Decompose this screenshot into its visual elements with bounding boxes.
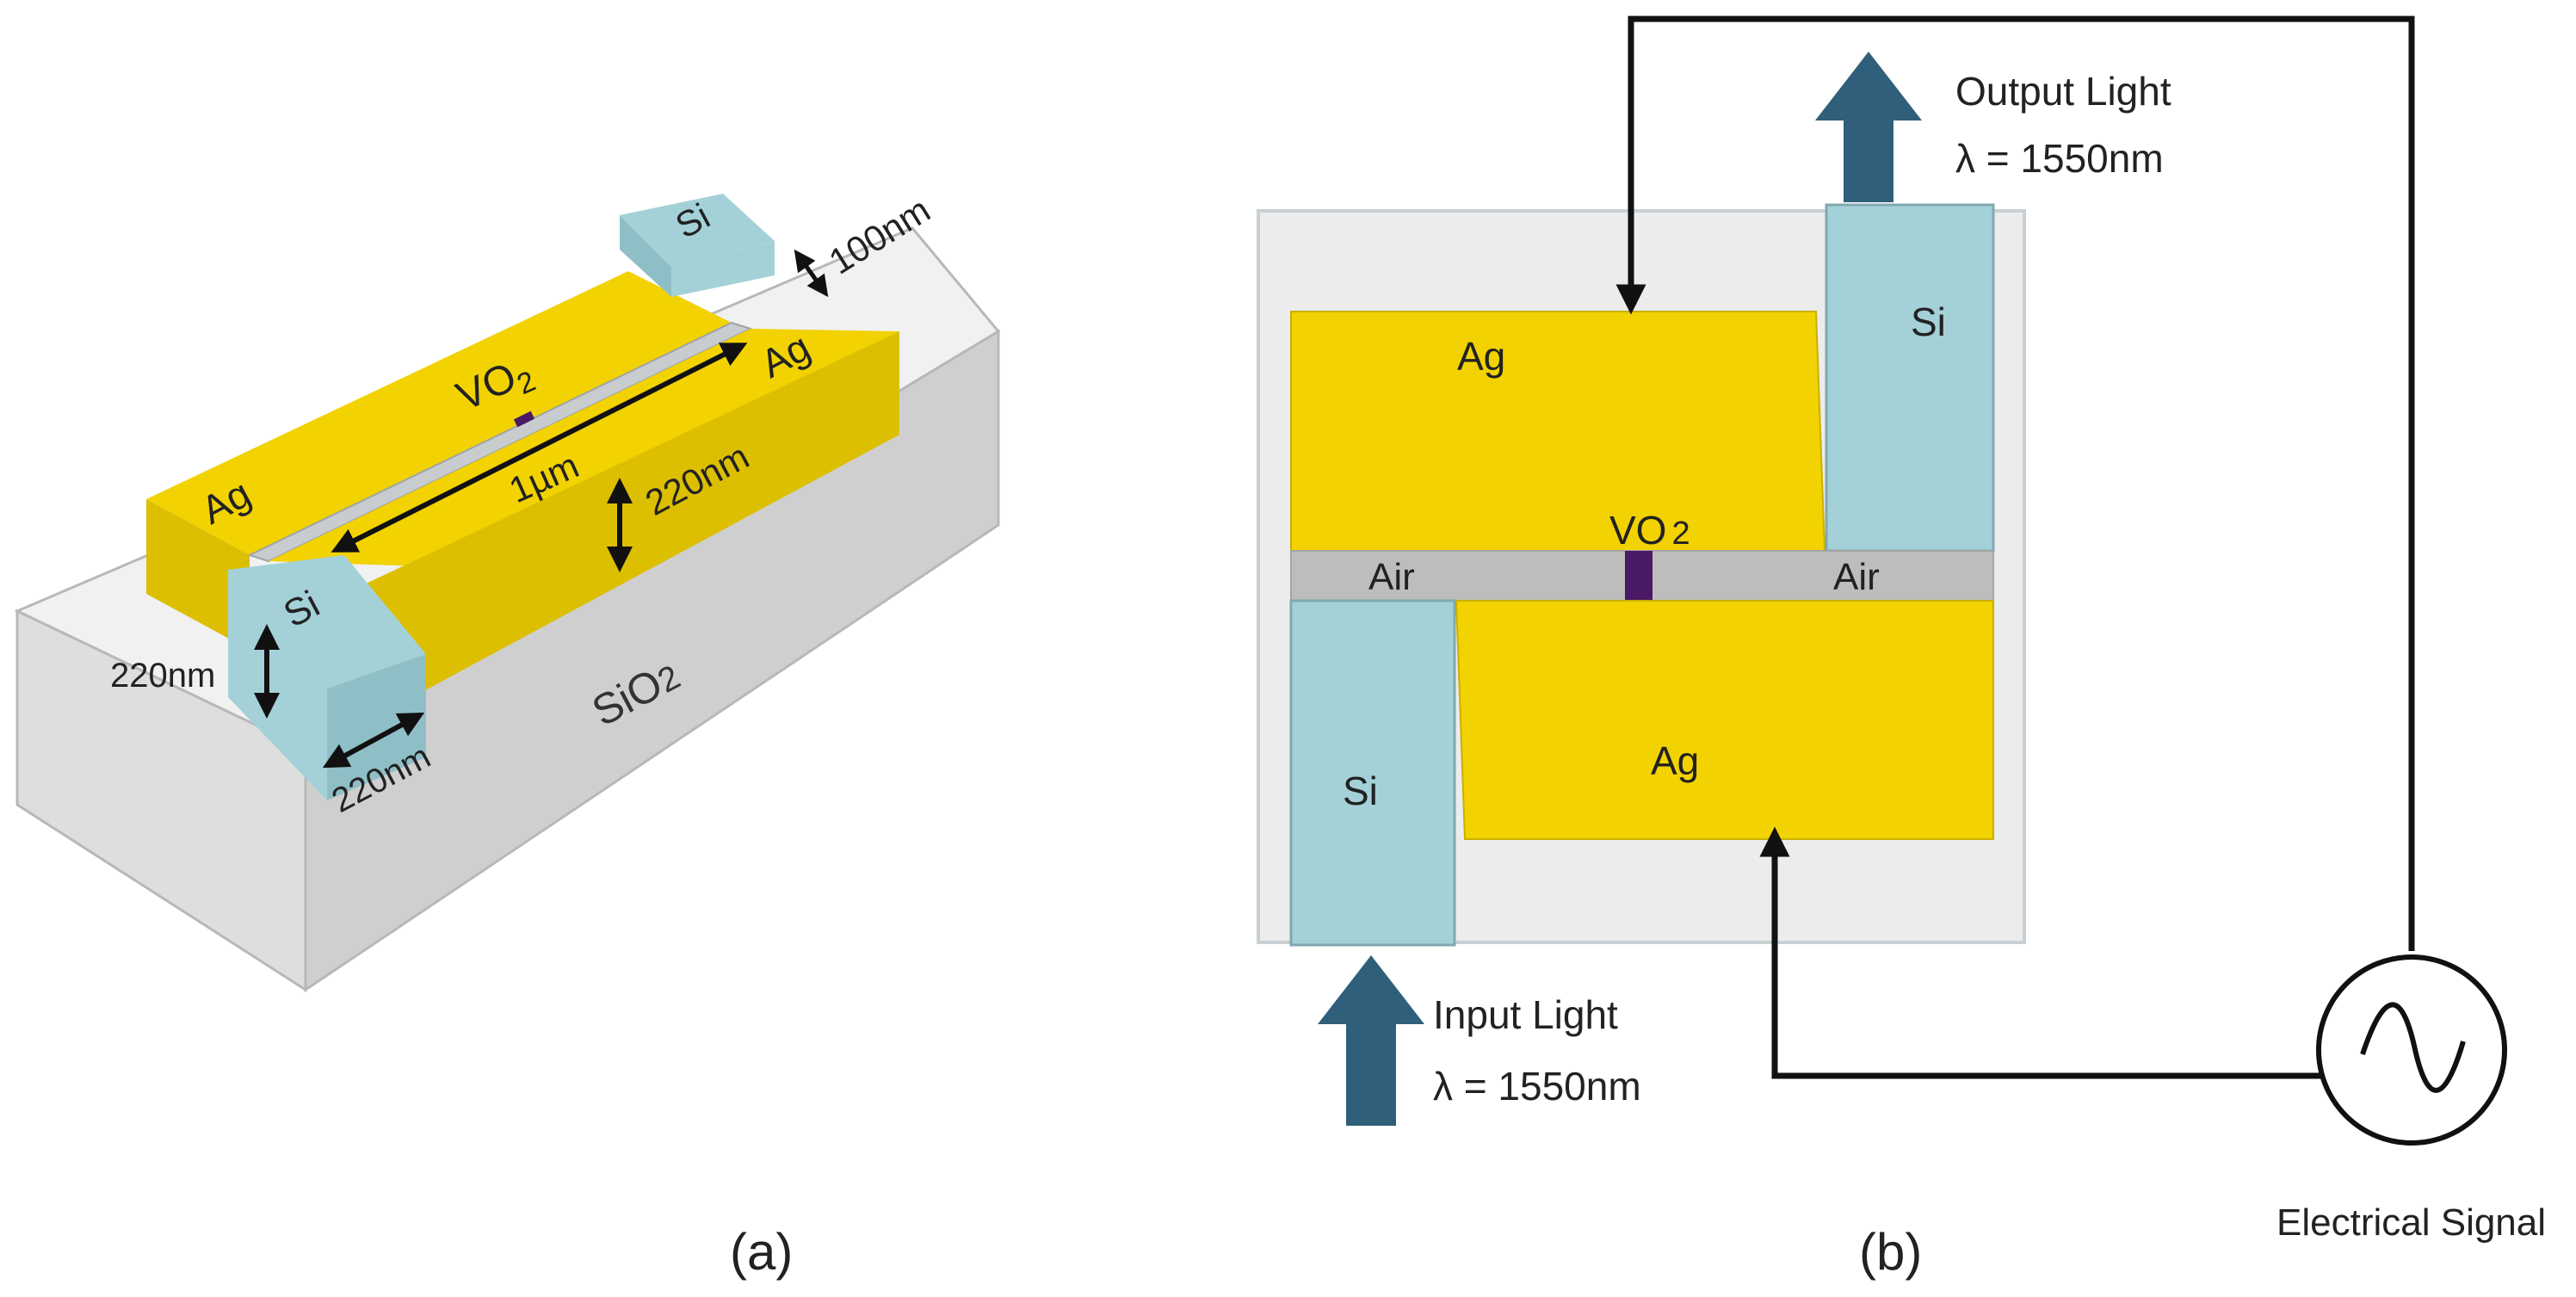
si-left-block: [1289, 599, 1456, 947]
label-si-left: Si: [1343, 769, 1378, 813]
label-output-light: Output Light: [1955, 69, 2171, 114]
vo2-block: [1625, 551, 1652, 601]
ag-bottom-block: [1455, 600, 1994, 840]
panel-a: Si Si Ag Ag VO2 1µm 220nm 220nm 220nm 10…: [14, 189, 1001, 1281]
label-output-wavelength: λ = 1550nm: [1955, 136, 2164, 181]
label-input-wavelength: λ = 1550nm: [1433, 1064, 1641, 1109]
gap-width-arrow: [794, 249, 829, 298]
si-front-top: [228, 555, 426, 689]
label-input-light: Input Light: [1433, 992, 1618, 1037]
label-ag-top: Ag: [1457, 334, 1505, 379]
si-top-front: [620, 215, 671, 297]
vo2-b-sub-text: 2: [1671, 516, 1690, 552]
label-ag-bottom: Ag: [1651, 738, 1699, 783]
label-air-left: Air: [1368, 556, 1415, 598]
wire-top: [1615, 15, 2415, 951]
si-right-block: [1825, 203, 1995, 553]
caption-b: (b): [1859, 1223, 1922, 1281]
ag-left-front: [146, 499, 250, 650]
ac-source-circle: [2316, 954, 2507, 1146]
si-width-arrow: [322, 712, 425, 769]
sine-wave-icon: [2360, 1002, 2466, 1093]
si-top-face: [620, 194, 775, 267]
caption-a: (a): [730, 1223, 793, 1281]
label-air-right: Air: [1833, 556, 1880, 598]
vo2-b-main-text: VO: [1609, 508, 1666, 553]
si-block-top: [620, 194, 775, 297]
label-si-height: 220nm: [110, 657, 215, 695]
length-arrow: [330, 343, 748, 553]
output-light-arrow: [1815, 52, 1922, 202]
wire-bottom: [1759, 826, 2324, 1079]
si-top-side: [671, 241, 775, 297]
input-light-arrow: [1318, 955, 1424, 1126]
label-electrical-signal: Electrical Signal: [2276, 1201, 2546, 1244]
ac-source-icon: [2316, 954, 2507, 1146]
label-si-right: Si: [1911, 300, 1946, 344]
ag-top-block: [1290, 311, 1826, 552]
